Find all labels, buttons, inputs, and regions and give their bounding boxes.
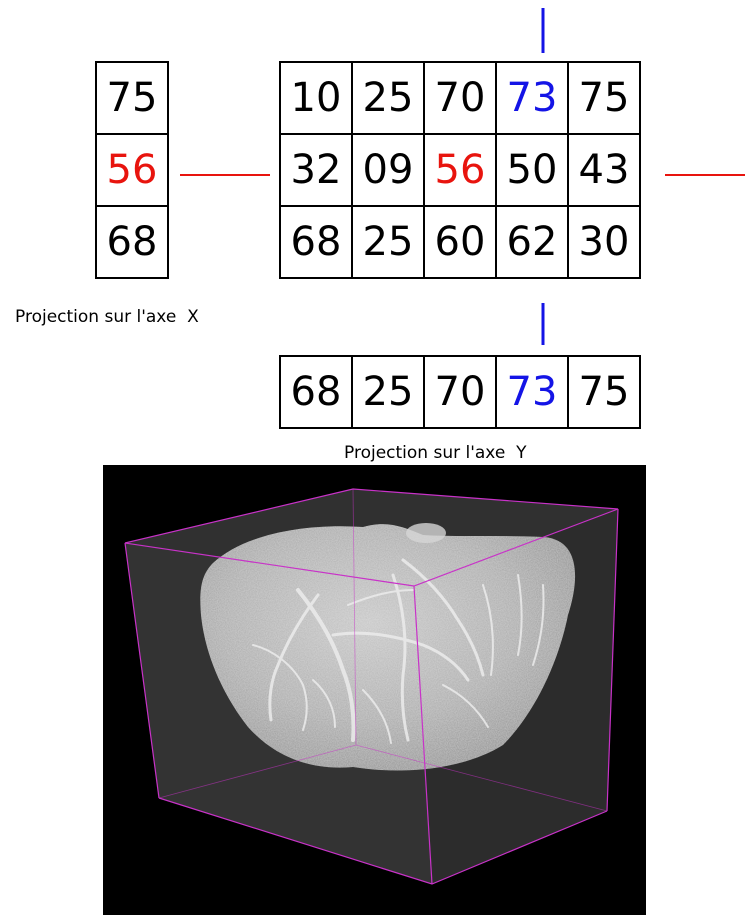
- main-grid-cell: 32: [279, 133, 353, 207]
- main-grid-cell: 25: [351, 205, 425, 279]
- main-grid-cell: 75: [567, 61, 641, 135]
- projection-y-cell: 75: [567, 355, 641, 429]
- main-grid-cell: 30: [567, 205, 641, 279]
- main-grid-cell: 68: [279, 205, 353, 279]
- projection-y-cell: 70: [423, 355, 497, 429]
- projection-x-caption: Projection sur l'axe X: [15, 307, 199, 327]
- main-grid-cell: 60: [423, 205, 497, 279]
- main-grid-cell: 43: [567, 133, 641, 207]
- projection-x-cell: 56: [95, 133, 169, 207]
- liver-volume-render-image: [103, 465, 646, 915]
- projection-y-cell: 25: [351, 355, 425, 429]
- projection-x-table: 75 56 68: [95, 61, 169, 279]
- projection-x-cell: 75: [95, 61, 169, 135]
- main-grid-table: 10 25 70 73 75 32 09 56 50 43 68 25 60 6…: [279, 61, 641, 279]
- projection-y-cell: 73: [495, 355, 569, 429]
- main-grid-cell: 25: [351, 61, 425, 135]
- main-grid-cell: 73: [495, 61, 569, 135]
- main-grid-cell: 10: [279, 61, 353, 135]
- projection-y-table: 68 25 70 73 75: [279, 355, 641, 429]
- main-grid-cell: 56: [423, 133, 497, 207]
- main-grid-cell: 09: [351, 133, 425, 207]
- main-grid-cell: 70: [423, 61, 497, 135]
- main-grid-cell: 62: [495, 205, 569, 279]
- projection-y-cell: 68: [279, 355, 353, 429]
- main-grid-cell: 50: [495, 133, 569, 207]
- projection-y-caption: Projection sur l'axe Y: [344, 443, 527, 463]
- projection-x-cell: 68: [95, 205, 169, 279]
